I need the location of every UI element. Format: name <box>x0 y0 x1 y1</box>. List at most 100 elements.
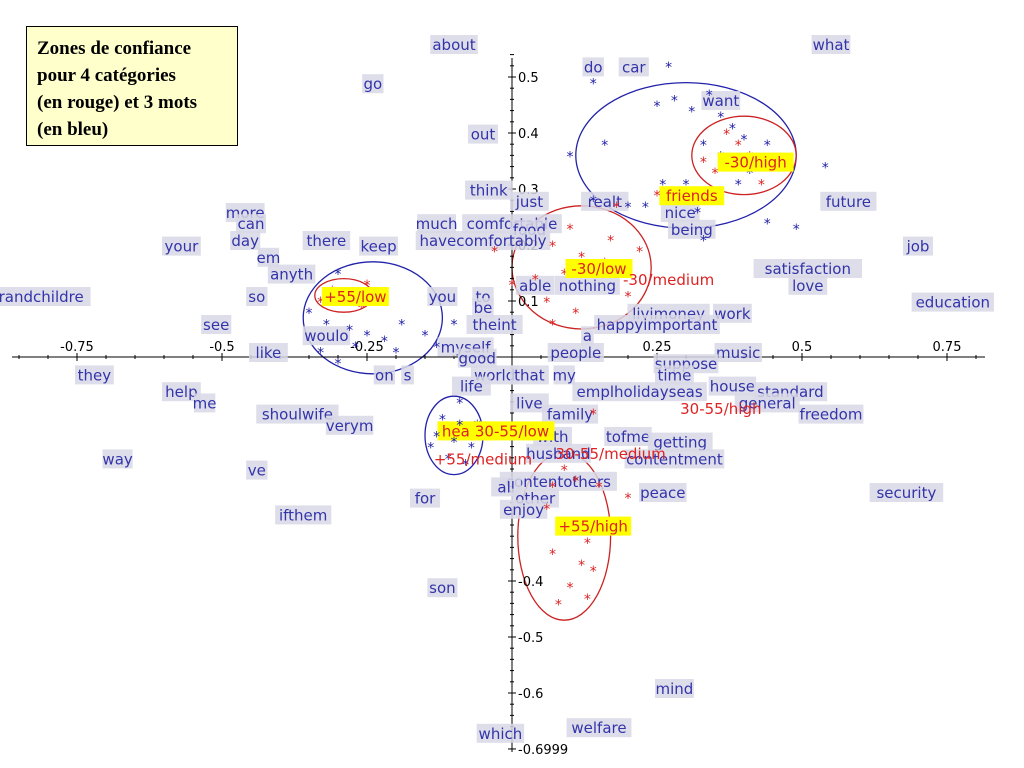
word-label: life <box>460 378 483 396</box>
word-background <box>647 432 713 452</box>
word-background <box>572 382 707 402</box>
data-point-star: * <box>532 273 539 289</box>
word-label: job <box>906 238 930 256</box>
data-point-star: * <box>822 161 829 177</box>
data-point-star: * <box>393 345 400 361</box>
data-point-star: * <box>764 138 771 154</box>
word-label: do <box>584 58 603 76</box>
word-label: ifthem <box>279 506 327 524</box>
word-background <box>0 287 91 306</box>
word-label: car <box>622 58 646 76</box>
word-label: love <box>792 277 823 295</box>
x-tick-label: 0.25 <box>643 340 672 355</box>
category-label: -30/medium <box>623 271 714 289</box>
word-background <box>811 35 851 54</box>
word-background <box>753 259 862 278</box>
data-point-star: * <box>735 138 742 154</box>
data-point-star: * <box>317 345 324 361</box>
word-label: education <box>916 294 990 312</box>
word-label: keep <box>361 238 397 256</box>
word-label: mind <box>655 680 693 698</box>
word-background <box>362 74 384 94</box>
data-point-star: * <box>462 457 469 473</box>
word-background <box>452 376 491 396</box>
word-background <box>515 275 555 295</box>
word-background <box>409 488 441 508</box>
word-background <box>472 298 494 318</box>
word-background <box>624 449 725 469</box>
data-point-star: * <box>706 88 713 104</box>
word-background <box>525 443 591 463</box>
data-point-star: * <box>433 429 440 445</box>
word-background <box>547 343 604 362</box>
word-background <box>902 236 934 256</box>
word-label: music <box>716 344 760 362</box>
word-label: shoulwife <box>262 406 333 424</box>
data-point-star: * <box>590 77 597 93</box>
word-background <box>193 393 216 413</box>
word-label: your <box>165 238 200 256</box>
word-label: being <box>671 221 713 239</box>
word-label: nothing <box>559 277 616 295</box>
chart-title-line: (en rouge) et 3 mots <box>37 92 198 113</box>
word-background <box>230 231 261 250</box>
word-label: go <box>363 75 382 93</box>
data-point-star: * <box>590 407 597 423</box>
word-label: can <box>238 215 265 233</box>
data-point-star: * <box>398 317 405 333</box>
word-label: general <box>739 394 796 412</box>
word-background <box>788 275 828 295</box>
category-highlight <box>717 152 794 172</box>
word-label: getting <box>653 434 707 452</box>
word-background <box>201 315 232 334</box>
word-label: satisfaction <box>765 260 851 278</box>
data-point-star: * <box>451 435 458 451</box>
word-label: happyimportant <box>597 316 718 334</box>
word-background <box>554 275 620 295</box>
data-point-star: * <box>671 93 678 109</box>
word-label: think <box>470 182 508 200</box>
data-point-star: * <box>717 110 724 126</box>
word-label: husband <box>526 445 591 463</box>
word-background <box>510 393 549 413</box>
word-label: theint <box>473 316 517 334</box>
category-label: -30/high <box>724 154 786 172</box>
category-label: +55/low <box>324 288 386 306</box>
y-tick-label: 0.4 <box>518 127 539 142</box>
data-point-star: * <box>746 166 753 182</box>
word-background <box>499 471 617 491</box>
data-point-star: * <box>306 306 313 322</box>
y-tick-label: -0.4 <box>518 575 543 590</box>
word-background <box>465 180 513 200</box>
word-label: want <box>702 92 739 110</box>
data-point-star: * <box>567 581 574 597</box>
word-background <box>427 578 458 598</box>
data-point-star: * <box>590 564 597 580</box>
word-background <box>373 365 396 385</box>
word-background <box>246 460 268 480</box>
data-point-star: * <box>422 329 429 345</box>
word-label: on <box>375 366 394 384</box>
word-background <box>701 91 741 110</box>
word-background <box>655 365 694 385</box>
word-label: much <box>416 215 458 233</box>
data-point-star: * <box>688 105 695 121</box>
word-label: nice <box>665 204 696 222</box>
word-label: live <box>516 394 542 412</box>
data-point-star: * <box>572 474 579 490</box>
word-background <box>466 315 523 334</box>
word-label: you <box>429 288 457 306</box>
word-background <box>581 326 594 346</box>
word-background <box>510 365 549 385</box>
word-label: a <box>583 327 592 345</box>
word-label: house <box>710 378 755 396</box>
data-point-star: * <box>561 463 568 479</box>
data-point-star: * <box>561 267 568 283</box>
y-tick-label: 0.5 <box>518 71 539 86</box>
word-background <box>430 35 478 54</box>
word-label: what <box>813 36 850 54</box>
word-label: for <box>415 490 436 508</box>
category-label: 30-55/low <box>475 422 549 440</box>
